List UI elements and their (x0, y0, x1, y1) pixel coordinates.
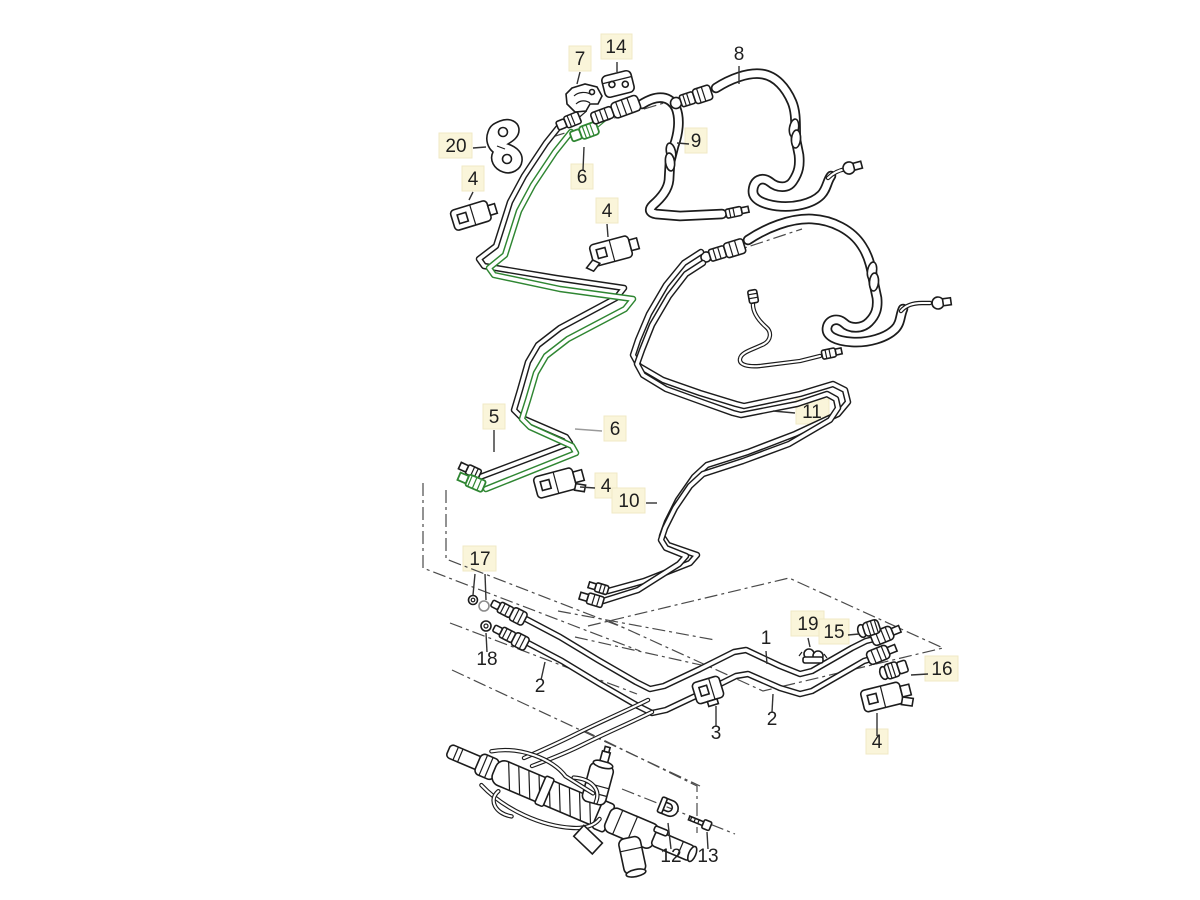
fitting-15 (856, 619, 882, 639)
hose-8 (710, 68, 849, 212)
clip-19 (798, 648, 828, 664)
hose-9-inlet-fittings (589, 94, 642, 125)
hose-8-end-ball-fitting (842, 160, 864, 175)
return-hose-end-ball-fitting (931, 296, 953, 310)
callout-4a[interactable]: 4 (468, 169, 479, 190)
callout-highlight-boxes (438, 33, 959, 755)
steering-rack (446, 744, 698, 878)
callout-5[interactable]: 5 (489, 407, 500, 428)
seal-18 (480, 620, 492, 632)
callout-16[interactable]: 16 (931, 659, 952, 680)
pipe-6-end-fitting (456, 471, 487, 493)
pipe-6-green (482, 128, 637, 493)
callout-7[interactable]: 7 (575, 49, 586, 70)
pipe-2 (522, 638, 875, 717)
seal-17b (478, 600, 490, 612)
callout-18[interactable]: 18 (476, 649, 497, 670)
pipe-2-end-fitting (865, 643, 899, 666)
callout-4b[interactable]: 4 (602, 201, 613, 222)
clamp-4-bottom-right (859, 681, 915, 713)
return-hose-inlet-fittings (700, 238, 747, 263)
pipe-11 (599, 259, 842, 605)
callouts: 7 14 8 20 9 6 4 4 5 6 4 10 11 17 18 2 1 … (445, 37, 952, 867)
clip-12-lower (653, 825, 669, 837)
hose-9-outlet-fitting (724, 205, 751, 219)
hose-9 (636, 92, 728, 222)
callout-15[interactable]: 15 (823, 622, 844, 643)
pipe-5-union (555, 110, 588, 131)
callout-12[interactable]: 12 (660, 846, 681, 867)
callout-13[interactable]: 13 (697, 846, 718, 867)
pipe-6-union-green (569, 119, 607, 143)
callout-14[interactable]: 14 (605, 37, 627, 58)
callout-19[interactable]: 19 (797, 614, 818, 635)
callout-2a[interactable]: 2 (535, 676, 546, 697)
pipe-10-end-fitting (586, 580, 610, 596)
clamp-4-middle (532, 467, 587, 499)
clamp-12 (656, 796, 679, 818)
fitting-16 (878, 659, 909, 681)
hose-8-inlet-fittings (669, 84, 714, 110)
callout-6b[interactable]: 6 (610, 419, 621, 440)
bolt-13 (687, 815, 713, 832)
callout-8[interactable]: 8 (734, 44, 745, 65)
seal-17a (467, 594, 479, 606)
callout-17[interactable]: 17 (469, 549, 490, 570)
callout-20[interactable]: 20 (445, 136, 466, 157)
leader-lines (468, 62, 929, 850)
pipe-11-end-fitting (577, 591, 605, 609)
pipe-1-union (490, 599, 528, 626)
callout-4d[interactable]: 4 (872, 732, 883, 753)
callout-2b[interactable]: 2 (767, 709, 778, 730)
pipe-1 (520, 614, 878, 693)
s-pipe (737, 288, 844, 369)
clamp-4-left (449, 200, 499, 231)
bracket-7 (565, 83, 603, 113)
callout-6a[interactable]: 6 (577, 167, 588, 188)
construction-lines (422, 91, 945, 835)
callout-3[interactable]: 3 (711, 723, 722, 744)
callout-11[interactable]: 11 (802, 402, 822, 423)
clamp-4-center-top (585, 235, 641, 273)
pipe-2-union (492, 624, 530, 651)
callout-1[interactable]: 1 (761, 628, 772, 649)
clamp-3 (691, 675, 725, 708)
callout-9[interactable]: 9 (691, 131, 702, 152)
return-hose (742, 213, 933, 348)
callout-10[interactable]: 10 (618, 491, 639, 512)
clamp-14 (601, 69, 635, 99)
callout-4c[interactable]: 4 (601, 476, 612, 497)
bracket-20 (486, 118, 523, 174)
